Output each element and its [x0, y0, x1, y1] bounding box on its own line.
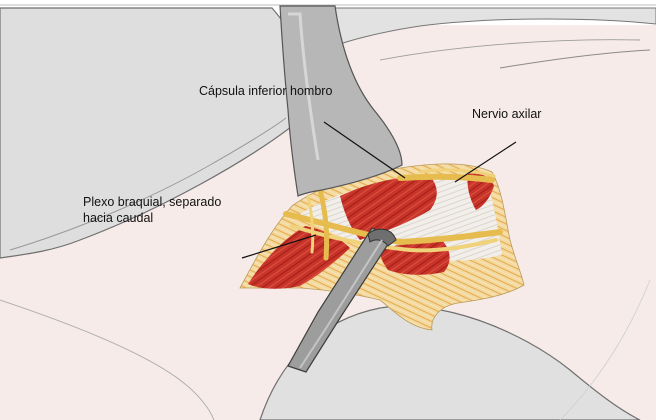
plexus-label-line-1: Plexo braquial, separado — [83, 195, 221, 211]
plexus-label: Plexo braquial, separado hacia caudal — [83, 195, 221, 226]
capsule-label: Cápsula inferior hombro — [199, 84, 332, 100]
axillary-nerve-label: Nervio axilar — [472, 107, 541, 123]
axillary-nerve — [400, 177, 492, 180]
plexus-label-line-2: hacia caudal — [83, 211, 221, 227]
